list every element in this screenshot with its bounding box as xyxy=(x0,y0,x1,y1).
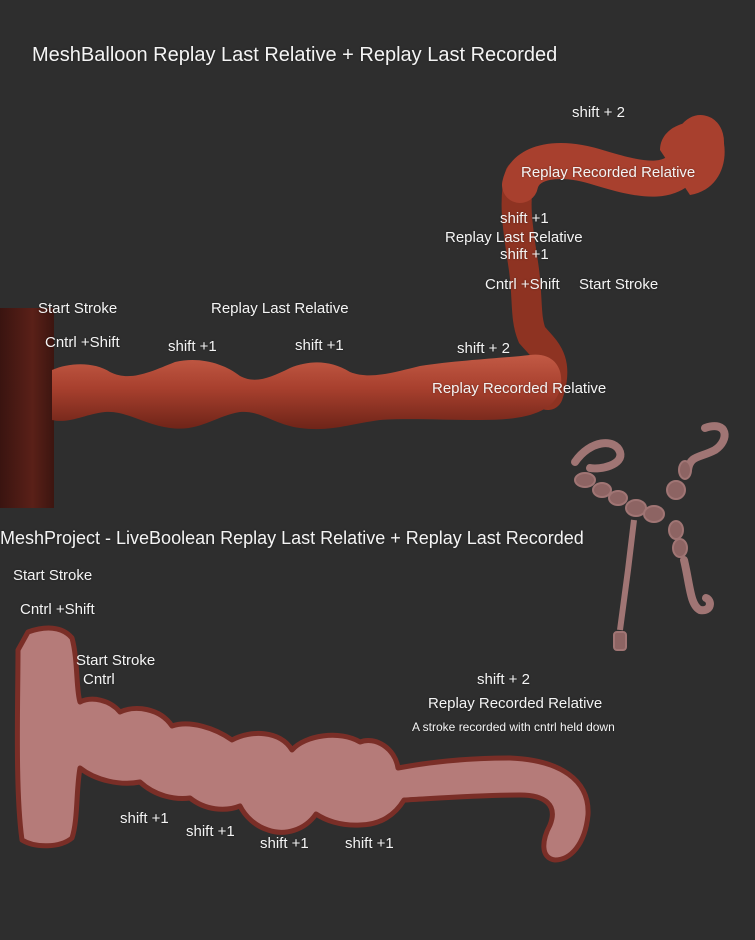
label-cntrl-shift: Cntrl +Shift xyxy=(45,334,120,351)
mesh-balloon-stroke xyxy=(52,115,725,430)
label-shift1-c: shift +1 xyxy=(500,246,549,263)
label-cntrl: Cntrl xyxy=(83,671,115,688)
label-shift2-lower: shift + 2 xyxy=(457,340,510,357)
label-stroke-note: A stroke recorded with cntrl held down xyxy=(412,720,615,734)
label-replay-recorded-relative-lower: Replay Recorded Relative xyxy=(432,380,607,397)
label-shift2-upper: shift + 2 xyxy=(572,104,625,121)
section2-title: MeshProject - LiveBoolean Replay Last Re… xyxy=(0,528,584,548)
label-replay-last-relative: Replay Last Relative xyxy=(211,300,349,317)
label-cntrl-shift-upper: Cntrl +Shift xyxy=(485,276,560,293)
label-shift1-2c: shift +1 xyxy=(260,835,309,852)
label-start-stroke: Start Stroke xyxy=(38,300,118,317)
label-shift1-b: shift +1 xyxy=(295,337,344,354)
label-replay-recorded-relative-upper: Replay Recorded Relative xyxy=(521,164,696,181)
mask-stroke-preview xyxy=(571,422,729,651)
label-shift1-d: shift +1 xyxy=(500,210,549,227)
label-start-stroke-upper: Start Stroke xyxy=(579,276,659,293)
label-cntrl-shift-2: Cntrl +Shift xyxy=(20,601,95,618)
label-shift1-a: shift +1 xyxy=(168,338,217,355)
label-replay-recorded-relative-2: Replay Recorded Relative xyxy=(428,695,603,712)
mesh-project-stroke[interactable] xyxy=(14,625,591,863)
label-shift2-2: shift + 2 xyxy=(477,671,530,688)
label-shift1-2a: shift +1 xyxy=(120,810,169,827)
label-start-stroke-2b: Start Stroke xyxy=(76,652,156,669)
section1-title: MeshBalloon Replay Last Relative + Repla… xyxy=(32,44,558,66)
label-start-stroke-2a: Start Stroke xyxy=(13,567,93,584)
label-shift1-2b: shift +1 xyxy=(186,823,235,840)
base-block xyxy=(0,308,54,508)
label-shift1-2d: shift +1 xyxy=(345,835,394,852)
label-replay-last-relative-upper: Replay Last Relative xyxy=(445,229,583,246)
